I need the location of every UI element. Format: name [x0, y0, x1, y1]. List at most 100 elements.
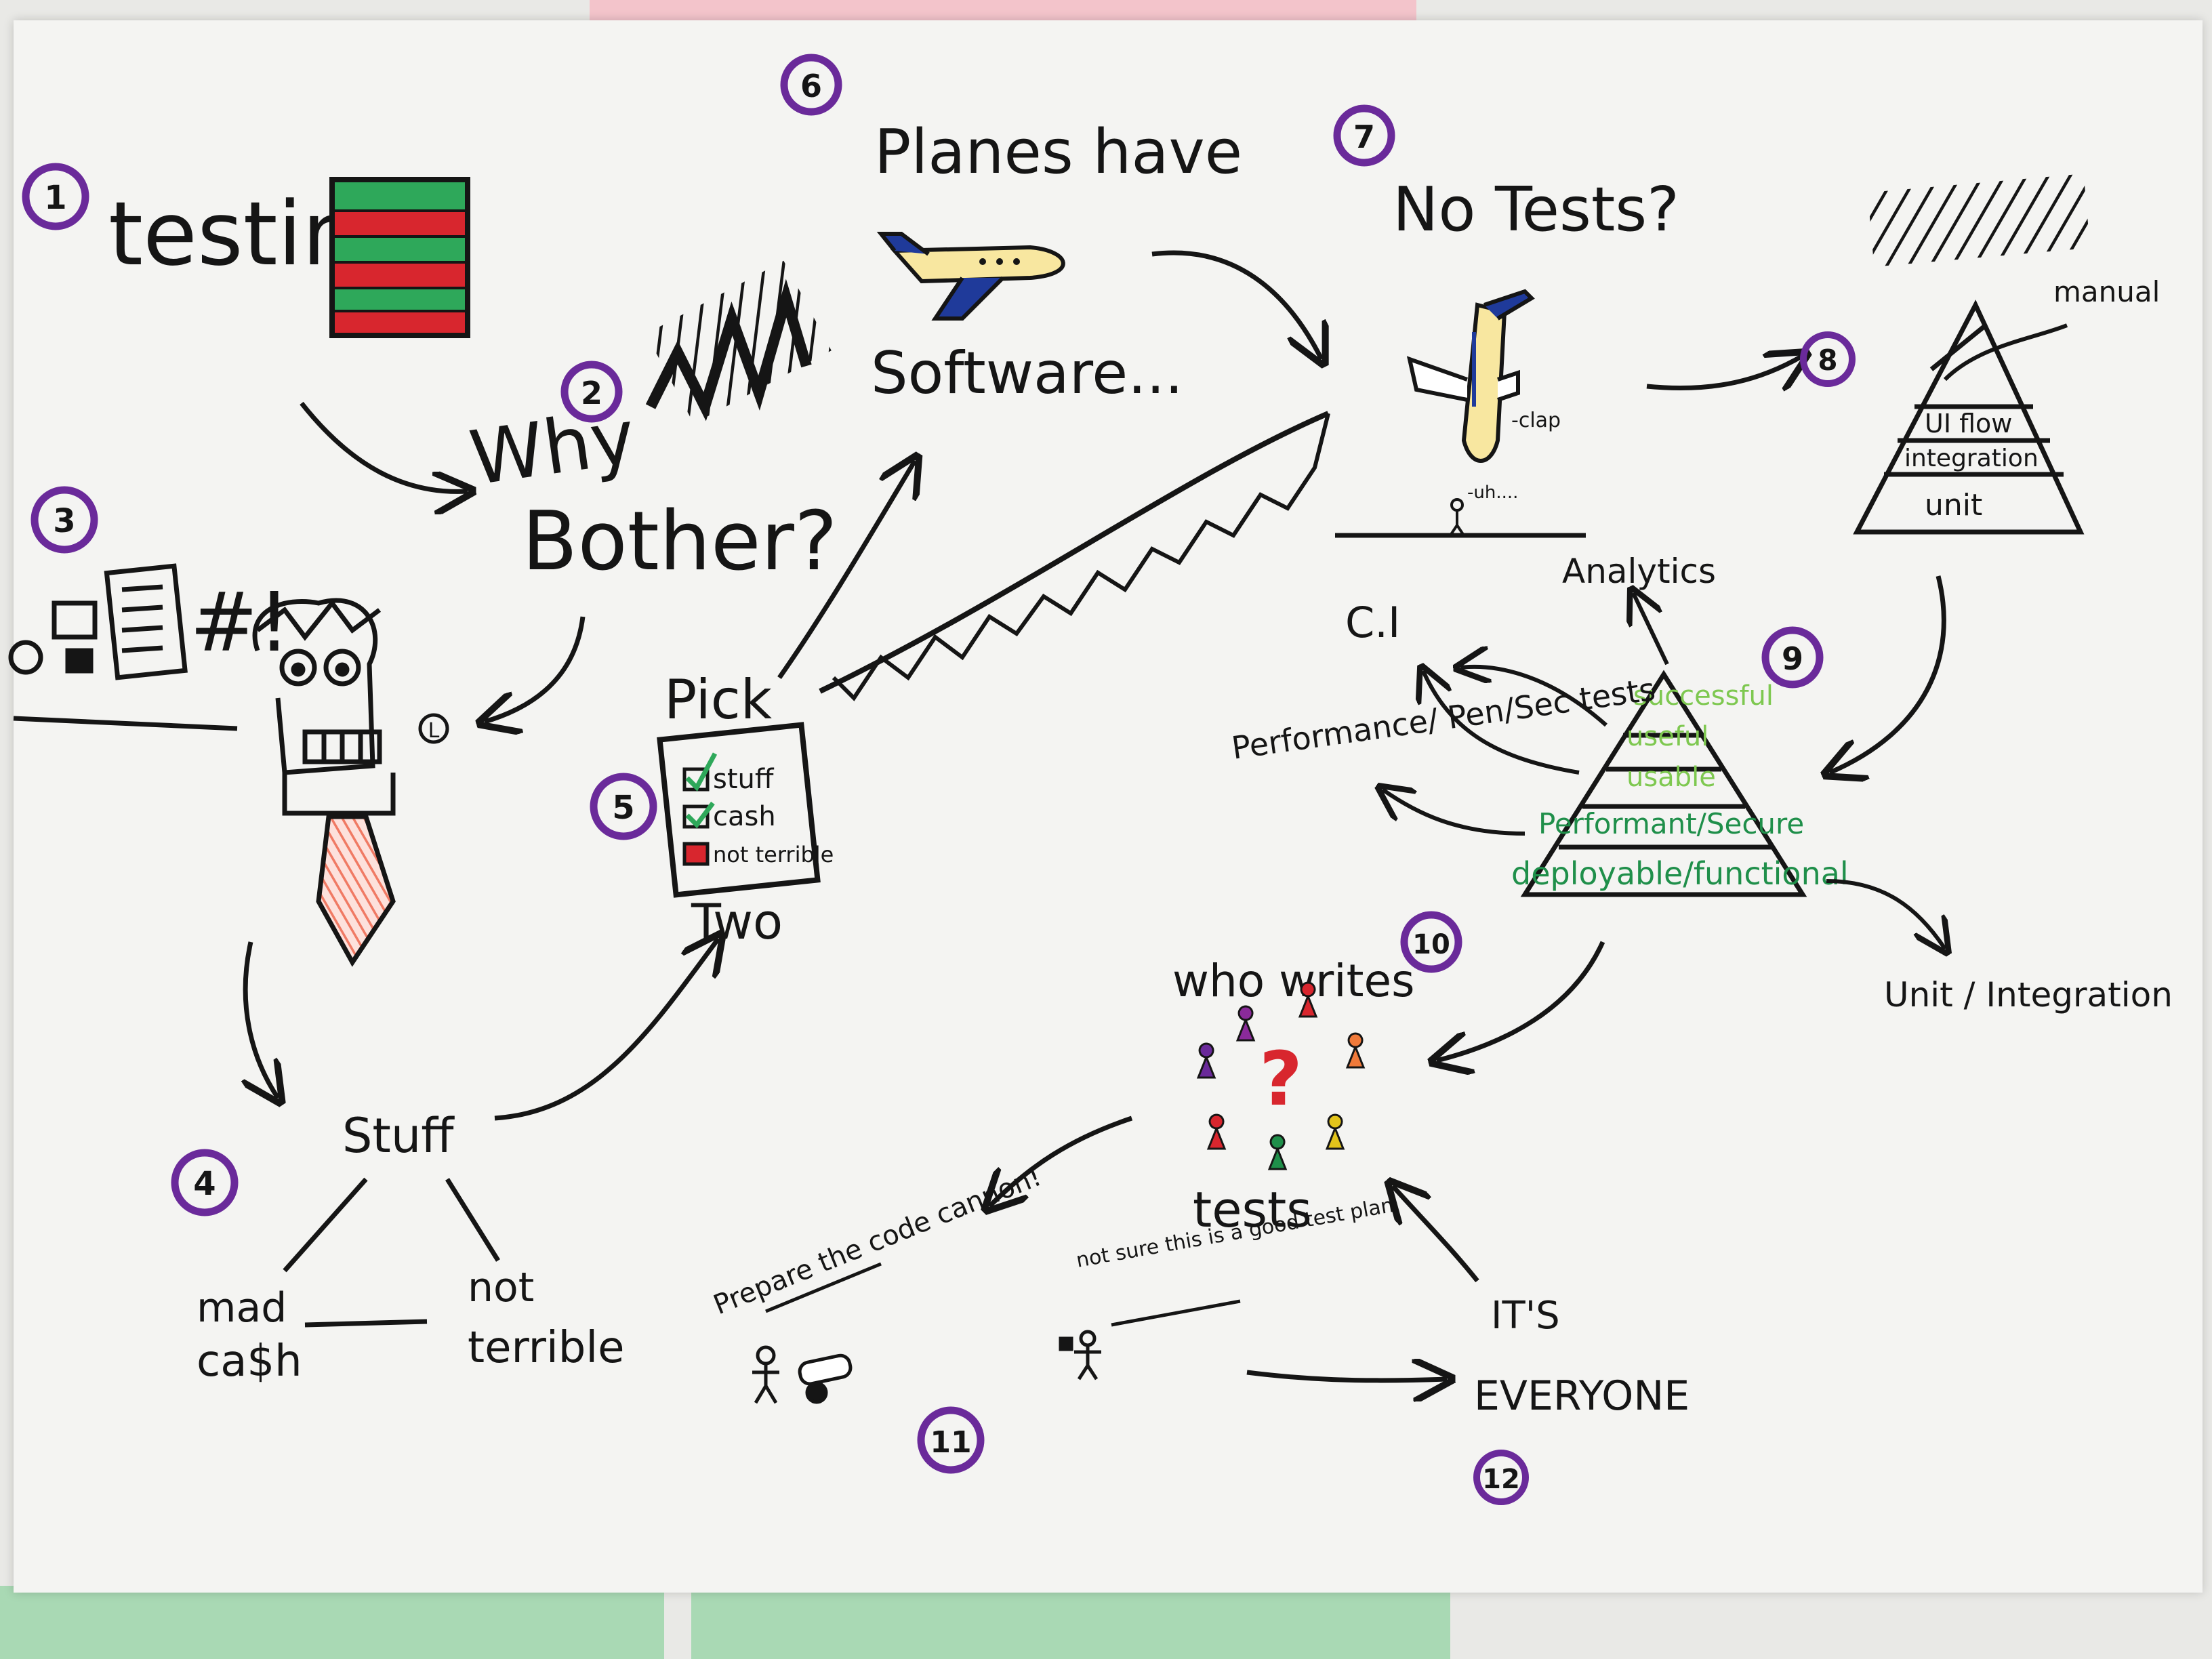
- bother-label: Bother?: [522, 495, 838, 589]
- arrow-4-to-5: [494, 939, 718, 1121]
- pyramid-level-unit: unit: [1925, 488, 1982, 523]
- arrow-to-ci-2: [1423, 671, 1580, 775]
- svg-text:#!: #!: [190, 576, 291, 670]
- pawn-icon: [1196, 981, 1366, 1170]
- option-not-terrible: not terrible: [713, 842, 834, 867]
- step-11: 11 Prepare the code cannon! not sure thi…: [710, 1161, 1447, 1474]
- step-number: 7: [1353, 119, 1375, 155]
- arrow-6-to-7: [1151, 250, 1322, 359]
- option-cash: cash: [713, 801, 776, 832]
- green-sticky-note-strip-right: [691, 1593, 1450, 1659]
- cannon-caption: Prepare the code cannon!: [710, 1161, 1046, 1321]
- arrow-to-performance: [1382, 790, 1525, 836]
- step-5: 5 Pick stuff cash not terrible Two: [590, 411, 1330, 950]
- stick-figure-icon: [1059, 1330, 1101, 1380]
- triangle-edge: [304, 1319, 428, 1328]
- who-writes-label: who writes: [1172, 955, 1415, 1007]
- step-2: 2 Why Bother?: [465, 260, 838, 722]
- level-deployable-functional: deployable/functional: [1511, 855, 1849, 892]
- step-4: 4 Stuff mad ca$h not terrible: [171, 939, 718, 1387]
- pyramid-icon: [1520, 670, 1807, 897]
- step-number: 12: [1482, 1464, 1520, 1495]
- step-10: 10 who writes tests ?: [989, 911, 1462, 1238]
- arrow-to-ci: [1460, 667, 1607, 727]
- step-6: 6 Planes have Software...: [780, 54, 1322, 407]
- question-mark-icon: ?: [1259, 1036, 1303, 1122]
- step-number-circle: [1400, 911, 1462, 973]
- level-successful: successful: [1633, 680, 1774, 712]
- step-12: 12 IT'S EVERYONE: [1393, 1186, 1689, 1505]
- level-performant-secure: Performant/Secure: [1538, 807, 1804, 840]
- step-number-circle: [560, 361, 623, 423]
- arrow-1-to-2: [300, 401, 468, 491]
- tests-label: tests: [1193, 1181, 1312, 1238]
- scribble-block: [646, 260, 832, 424]
- step-3: 3 #! L: [8, 486, 449, 1098]
- green-sticky-note-strip-left: [0, 1586, 664, 1659]
- step-number-circle: [1761, 626, 1824, 689]
- analytics-label: Analytics: [1562, 552, 1716, 591]
- check-mark-icon: [685, 801, 715, 829]
- checkbox-icon: [682, 842, 710, 866]
- pick-label: Pick: [664, 668, 773, 731]
- step-number-circle: [22, 163, 89, 230]
- scribbled-out-title: [1867, 173, 2091, 267]
- person-annotation-circle: [418, 713, 449, 744]
- unit-integration-label: Unit / Integration: [1884, 975, 2173, 1015]
- option-stuff: stuff: [713, 764, 775, 795]
- triangle-edge: [445, 1178, 500, 1262]
- step-number: 9: [1782, 640, 1803, 677]
- its-label: IT'S: [1491, 1294, 1560, 1338]
- arrow-2-to-3: [485, 616, 586, 722]
- step-8: 8 manual UI flow integration unit: [1800, 173, 2160, 773]
- caption-underline: [765, 1262, 882, 1313]
- arrow-7-to-8: [1646, 356, 1803, 388]
- not-label: not: [468, 1264, 534, 1311]
- arrow-8-to-9: [1830, 575, 1946, 773]
- manual-label: manual: [2053, 275, 2160, 308]
- arrow-9-to-10: [1437, 941, 1605, 1061]
- pyramid-level-ui-flow: UI flow: [1925, 409, 2012, 438]
- crossed-out-scribble: [832, 413, 1330, 701]
- step-number-circle: [590, 773, 657, 840]
- person-sound-label: -uh....: [1467, 483, 1518, 503]
- step-number: 6: [800, 68, 822, 104]
- stuff-label: Stuff: [342, 1108, 455, 1164]
- step-number: 5: [612, 789, 634, 827]
- arrow-5-to-6: [777, 461, 915, 680]
- pyramid-icon: [1853, 300, 2085, 535]
- level-usable: usable: [1626, 762, 1716, 793]
- arrow-to-unit-integration: [1826, 879, 1945, 949]
- mad-label: mad: [197, 1284, 287, 1332]
- why-label: Why: [465, 393, 640, 502]
- caption-underline: [1111, 1299, 1241, 1327]
- crossed-out-arrow: [819, 411, 1330, 694]
- step-number-circle: [1800, 331, 1856, 387]
- arrow-3-to-4: [245, 941, 278, 1098]
- terrible-label: terrible: [468, 1323, 625, 1373]
- stick-figure-icon: [752, 1345, 779, 1404]
- no-tests-label: No Tests?: [1393, 174, 1679, 245]
- step-number-circle: [780, 54, 842, 116]
- step-7: 7 No Tests? -clap -uh....: [1333, 104, 1803, 538]
- ci-label: C.I: [1345, 598, 1400, 647]
- performance-pen-sec-label: Performance/ Pen/Sec tests: [1229, 671, 1658, 766]
- step-number: 8: [1818, 344, 1837, 377]
- step-number: 10: [1412, 929, 1450, 960]
- planes-have-label: Planes have: [874, 117, 1242, 188]
- stick-figure-icon: [1449, 498, 1465, 537]
- manual-pointer-line: [1943, 323, 2068, 382]
- check-mark-icon: [685, 752, 718, 792]
- step-number-circle: [1333, 104, 1395, 167]
- software-label: Software...: [871, 340, 1183, 407]
- arrow-11-to-12: [1246, 1372, 1447, 1380]
- grid-chart-icon: [329, 177, 470, 338]
- arrow-10-to-11: [989, 1115, 1133, 1206]
- step-number: 2: [581, 375, 602, 411]
- crash-sound-label: -clap: [1511, 409, 1561, 432]
- cash-label: ca$h: [197, 1336, 302, 1387]
- step-number-circle: [917, 1406, 985, 1474]
- step-number: 4: [193, 1165, 216, 1203]
- crashed-airplane-icon: [1406, 289, 1535, 463]
